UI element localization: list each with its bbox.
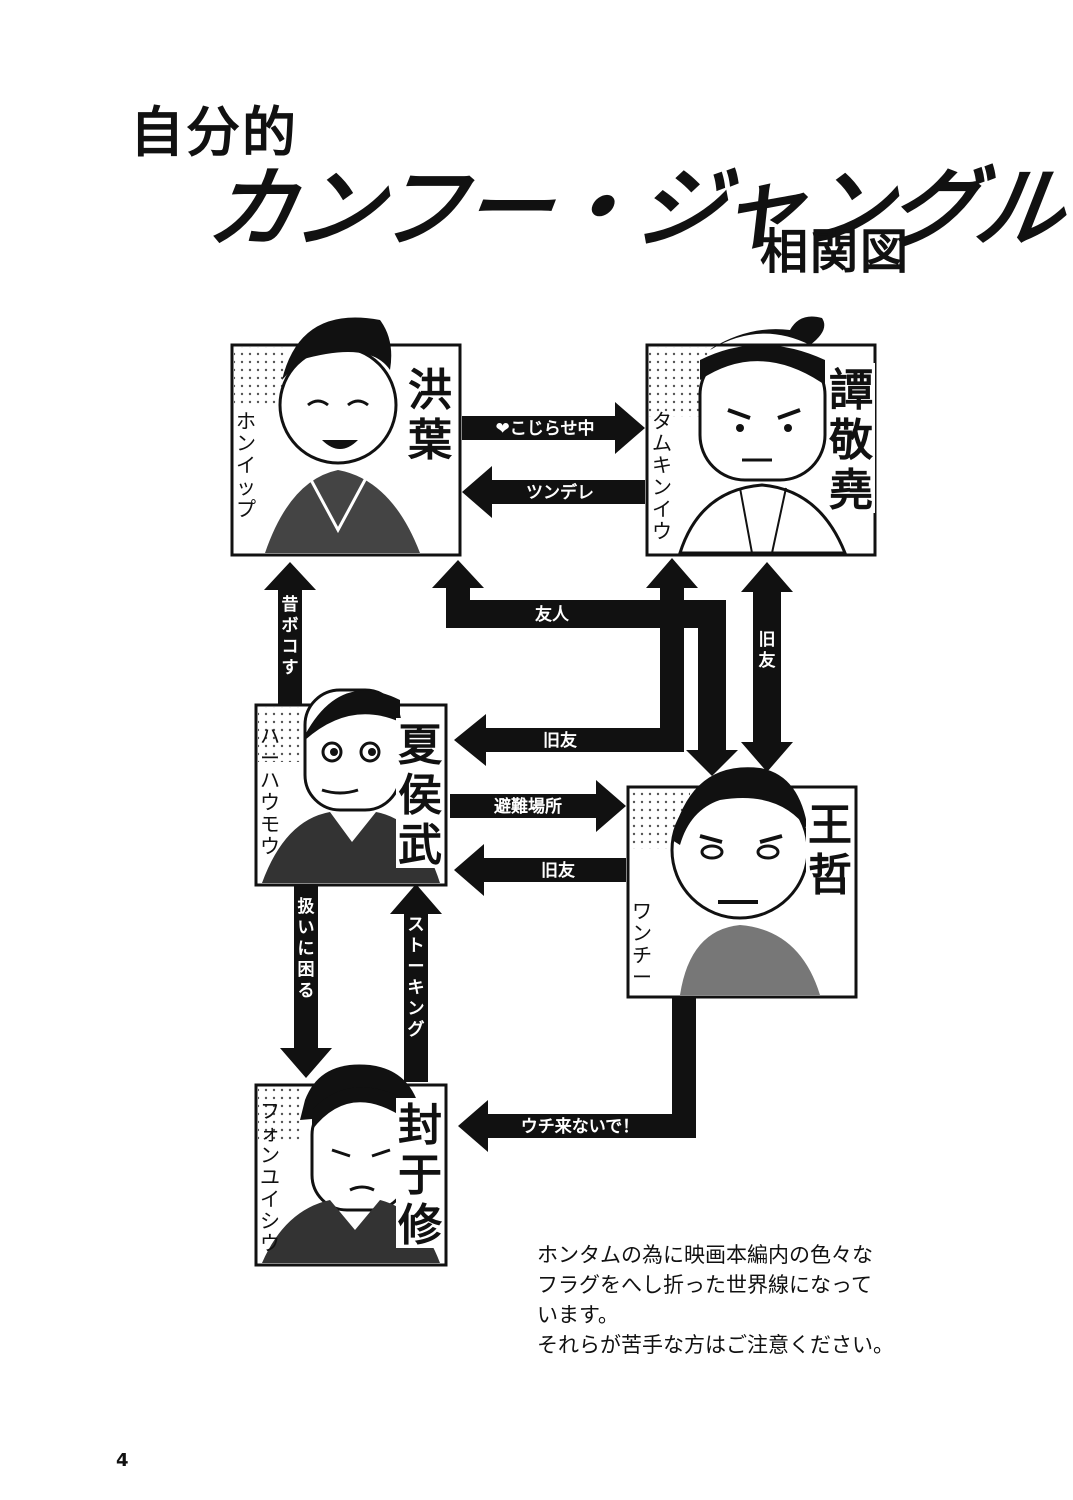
name-bg <box>396 1098 444 1148</box>
name-bg <box>827 363 875 413</box>
character-reading-fung: ユ <box>260 1165 280 1189</box>
arrow-ha-to-hong <box>264 562 316 705</box>
character-reading-tam: ウ <box>652 519 672 543</box>
arrow-fung-to-ha <box>390 884 442 1082</box>
name-bg <box>396 718 444 768</box>
relation-label: ツンデレ <box>526 482 594 503</box>
character-reading-fung: ウ <box>260 1231 280 1255</box>
name-bg <box>396 1148 444 1198</box>
relation-label: キ <box>408 978 425 998</box>
relation-label: に <box>298 939 315 959</box>
character-reading-hong: ホ <box>236 409 256 433</box>
arrow-wong-to-ha <box>454 844 626 896</box>
relation-label: 昔 <box>282 594 299 615</box>
relation-label: 避難場所 <box>494 796 562 817</box>
name-bg <box>396 768 444 818</box>
name-bg <box>827 413 875 463</box>
relation-label: い <box>298 918 315 938</box>
character-reading-tam: ム <box>652 431 672 455</box>
character-name-ha: 侯 <box>398 770 442 821</box>
character-reading-tam: キ <box>652 453 672 477</box>
title-line-1: 自分的 <box>130 101 298 164</box>
arrow-tam-to-ha <box>454 558 698 766</box>
relation-label: 困 <box>298 960 315 980</box>
relation-label: ト <box>408 936 425 956</box>
character-reading-ha: ハ <box>260 768 280 792</box>
relation-label: す <box>282 658 299 678</box>
relation-label: 友 <box>759 650 776 671</box>
character-name-hong: 葉 <box>407 415 453 466</box>
character-reading-fung: ン <box>260 1143 280 1167</box>
character-reading-tam: イ <box>652 497 672 521</box>
character-name-wong: 哲 <box>808 850 852 901</box>
character-reading-ha: ウ <box>260 790 280 814</box>
character-name-tam: 譚 <box>829 365 873 416</box>
relation-label: ボ <box>282 616 299 636</box>
name-bg <box>806 848 854 898</box>
relation-label: ❤こじらせ中 <box>496 418 595 439</box>
arrow-tam-wong <box>741 562 793 772</box>
character-name-fung: 封 <box>398 1100 442 1151</box>
arrow-tam-to-hong <box>462 466 645 518</box>
title-line-3: 相関図 <box>760 224 911 280</box>
character-reading-hong: ッ <box>236 475 256 499</box>
character-name-ha: 夏 <box>398 720 443 771</box>
character-reading-fung: シ <box>260 1209 280 1233</box>
note-line: フラグをへし折った世界線になって <box>537 1273 872 1297</box>
character-reading-fung: フ <box>260 1099 280 1123</box>
character-name-tam: 敬 <box>828 415 874 466</box>
name-bg <box>806 798 854 848</box>
relation-label: 友人 <box>535 604 570 625</box>
character-reading-tam: タ <box>652 409 672 433</box>
note-line: ホンタムの為に映画本編内の色々な <box>537 1243 873 1267</box>
relation-label: ス <box>408 915 425 935</box>
character-reading-hong: ン <box>236 431 256 455</box>
character-reading-tam: ン <box>652 475 672 499</box>
character-reading-ha: ー <box>260 746 280 770</box>
character-reading-wong: チ <box>632 943 652 967</box>
character-reading-wong: ー <box>632 965 652 989</box>
character-name-tam: 堯 <box>829 465 873 516</box>
relation-label: コ <box>282 637 299 657</box>
name-bg <box>396 1198 444 1248</box>
character-name-ha: 武 <box>398 820 442 871</box>
name-bg <box>396 818 444 868</box>
relation-label: ウチ来ないで！ <box>521 1116 640 1137</box>
relation-label: 旧 <box>759 630 776 650</box>
arrow-ha-to-wong <box>450 780 626 832</box>
relation-label: グ <box>408 1019 425 1040</box>
relation-label: 旧友 <box>543 730 577 751</box>
relation-label: 旧友 <box>541 860 575 881</box>
character-reading-fung: イ <box>260 1187 280 1211</box>
relation-label: ー <box>408 957 425 977</box>
page-number: 4 <box>116 1450 129 1471</box>
arrow-hong-to-tam <box>462 402 645 454</box>
character-reading-fung: ォ <box>260 1121 280 1145</box>
character-reading-ha: ウ <box>260 834 280 858</box>
note-line: それらが苦手な方はご注意ください。 <box>537 1333 894 1357</box>
arrow-wong-to-fung <box>458 998 696 1152</box>
relation-label: る <box>298 981 315 1001</box>
arrow-ha-to-fung <box>280 886 332 1078</box>
character-reading-ha: モ <box>260 812 280 836</box>
character-name-fung: 修 <box>398 1200 443 1251</box>
relation-label: 扱 <box>298 896 316 917</box>
character-name-fung: 于 <box>398 1150 442 1201</box>
character-reading-ha: ハ <box>260 724 280 748</box>
note-text: ホンタムの為に映画本編内の色々な フラグをへし折った世界線になって います。 そ… <box>537 1240 957 1360</box>
character-name-hong: 洪 <box>408 365 452 416</box>
character-reading-wong: ン <box>632 921 652 945</box>
character-reading-wong: ワ <box>632 899 652 923</box>
name-bg <box>406 413 454 463</box>
note-line: います。 <box>537 1303 619 1327</box>
name-bg <box>406 363 454 413</box>
relation-label: ン <box>408 999 425 1019</box>
character-reading-hong: イ <box>236 453 256 477</box>
character-name-wong: 王 <box>808 800 852 851</box>
name-bg <box>827 463 875 513</box>
character-reading-hong: プ <box>236 497 256 521</box>
